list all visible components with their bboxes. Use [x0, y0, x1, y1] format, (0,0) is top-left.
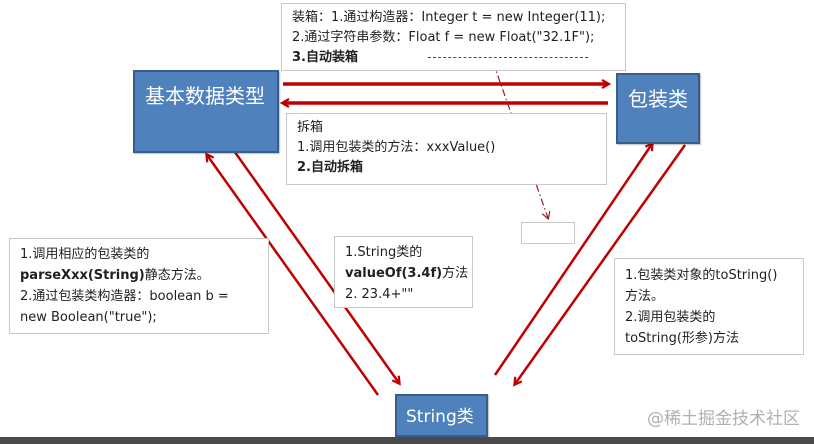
bottom-bar: [0, 437, 814, 444]
note-pts-line-1: 1.String类的: [345, 245, 423, 260]
boxing-code-underline: [428, 57, 588, 58]
note-stp-line-4: new Boolean("true");: [20, 310, 157, 325]
note-wts-line-2: 方法。: [625, 289, 665, 304]
arrow-primitive-to-string: [230, 147, 399, 383]
note-wrapper-to-string: 1.包装类对象的toString() 方法。 2.调用包装类的 toString…: [614, 258, 804, 355]
note-boxing: 装箱：1.通过构造器：Integer t = new Integer(11); …: [281, 3, 626, 71]
note-stp-line-1: 1.调用相应的包装类的: [20, 247, 150, 262]
note-boxing-line-1: 装箱：1.通过构造器：Integer t = new Integer(11);: [292, 10, 606, 25]
node-wrapper-class: 包装类: [616, 73, 700, 144]
note-pts-line-2: valueOf(3.4f)方法: [345, 263, 468, 284]
note-pts-line-3: 2. 23.4+"": [345, 287, 414, 302]
note-wts-line-4: toString(形参)方法: [625, 331, 739, 346]
note-pts-line-2-rest: 方法: [442, 266, 469, 281]
arrow-string-to-primitive: [207, 155, 380, 396]
node-primitive-types: 基本数据类型: [133, 70, 279, 153]
note-stp-line-3: 2.通过包装类构造器：boolean b =: [20, 289, 229, 304]
note-pts-method: valueOf(3.4f): [345, 266, 443, 281]
note-wts-line-1: 1.包装类对象的toString(): [625, 268, 778, 283]
note-unboxing-line-3: 2.自动拆箱: [297, 160, 363, 175]
note-unboxing-line-2: 1.调用包装类的方法：xxxValue(): [297, 140, 496, 155]
arrow-wrapper-to-string: [515, 144, 687, 384]
note-unboxing: 拆箱 1.调用包装类的方法：xxxValue() 2.自动拆箱: [286, 113, 607, 185]
arrow-string-to-wrapper: [493, 144, 652, 376]
note-boxing-line-2: 2.通过字符串参数：Float f = new Float("32.1F");: [292, 30, 595, 45]
note-stp-line-2: parseXxx(String)静态方法。: [20, 265, 258, 286]
note-primitive-to-string: 1.String类的 valueOf(3.4f)方法 2. 23.4+"": [334, 236, 473, 308]
watermark: @稀土掘金技术社区: [647, 409, 800, 429]
note-boxing-line-3: 3.自动装箱: [292, 50, 358, 65]
empty-box: [521, 222, 575, 244]
note-unboxing-line-1: 拆箱: [297, 120, 324, 135]
note-stp-method: parseXxx(String): [20, 268, 145, 283]
node-primitive-types-label: 基本数据类型: [145, 84, 265, 108]
note-string-to-primitive: 1.调用相应的包装类的 parseXxx(String)静态方法。 2.通过包装…: [9, 238, 269, 334]
node-string-class-label: String类: [406, 407, 474, 427]
node-string-class: String类: [395, 394, 488, 437]
node-wrapper-class-label: 包装类: [628, 87, 688, 111]
note-wts-line-3: 2.调用包装类的: [625, 310, 716, 325]
note-stp-line-2-rest: 静态方法。: [144, 268, 210, 283]
